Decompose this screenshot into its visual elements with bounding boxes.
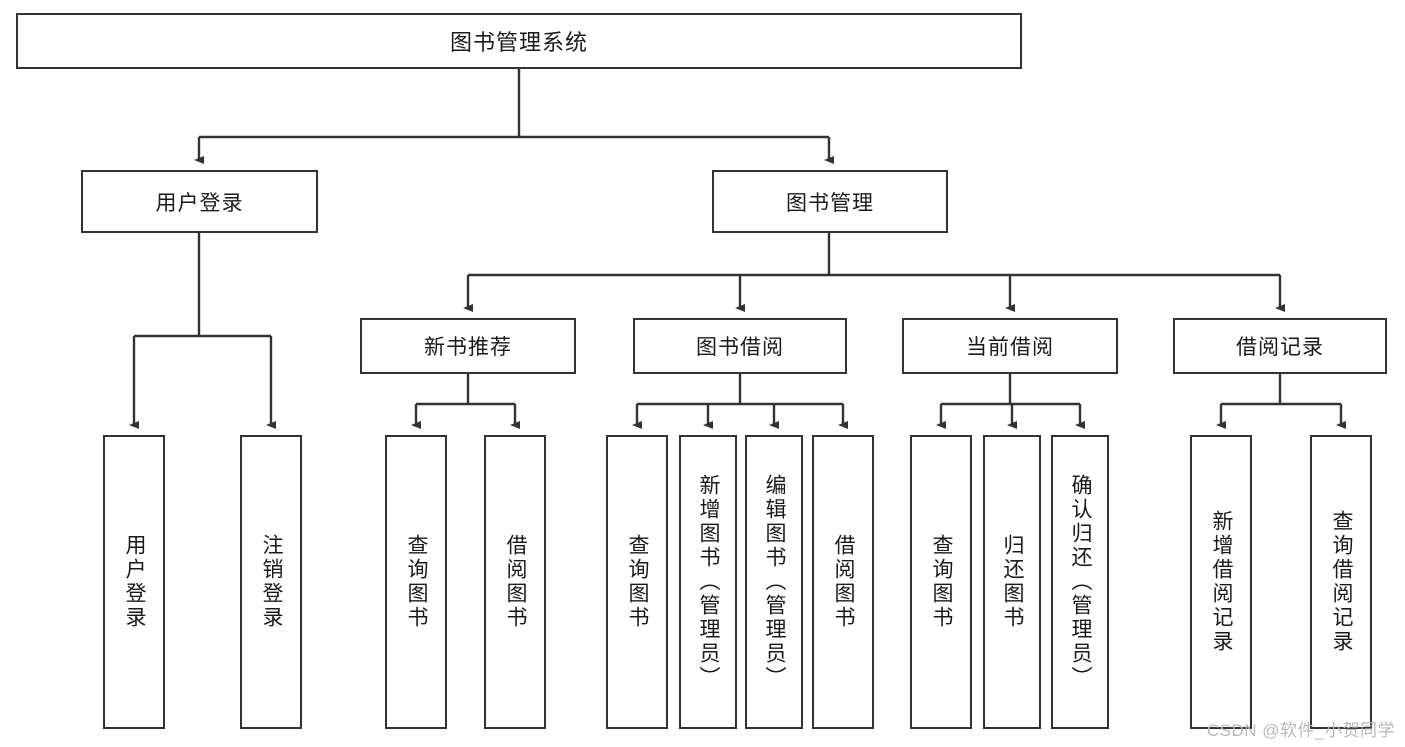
leaf-edit-book-admin[interactable]: 编辑图书（管理员） xyxy=(745,435,803,729)
node-book-management-label: 图书管理 xyxy=(786,191,874,215)
leaf-add-book-admin[interactable]: 新增图书（管理员） xyxy=(679,435,737,729)
leaf-label: 新增借阅记录 xyxy=(1210,510,1234,654)
leaf-confirm-return-admin[interactable]: 确认归还（管理员） xyxy=(1051,435,1109,729)
node-book-management[interactable]: 图书管理 xyxy=(712,170,948,233)
leaf-label: 查询图书 xyxy=(930,534,954,630)
leaf-user-login[interactable]: 用户登录 xyxy=(103,435,165,729)
leaf-label: 确认归还（管理员） xyxy=(1069,474,1093,690)
leaf-query-book-borrow[interactable]: 查询图书 xyxy=(606,435,668,729)
node-root-label: 图书管理系统 xyxy=(449,30,588,55)
leaf-label: 新增图书（管理员） xyxy=(697,474,721,690)
node-book-borrow-label: 图书借阅 xyxy=(696,336,784,359)
node-book-borrow[interactable]: 图书借阅 xyxy=(633,318,847,374)
node-borrow-records-label: 借阅记录 xyxy=(1236,336,1324,359)
node-user-login[interactable]: 用户登录 xyxy=(81,170,318,233)
watermark: CSDN @软件_小贺同学 xyxy=(1206,721,1395,740)
leaf-label: 借阅图书 xyxy=(504,534,528,630)
leaf-query-borrow-record[interactable]: 查询借阅记录 xyxy=(1310,435,1372,729)
node-current-borrow[interactable]: 当前借阅 xyxy=(902,318,1118,374)
leaf-label: 查询图书 xyxy=(626,534,650,630)
leaf-label: 查询图书 xyxy=(405,534,429,630)
node-new-book-recommend-label: 新书推荐 xyxy=(424,336,512,359)
leaf-borrow-book-rec[interactable]: 借阅图书 xyxy=(484,435,546,729)
leaf-borrow-book[interactable]: 借阅图书 xyxy=(812,435,874,729)
leaf-label: 归还图书 xyxy=(1001,534,1025,630)
leaf-label: 编辑图书（管理员） xyxy=(763,474,787,690)
node-new-book-recommend[interactable]: 新书推荐 xyxy=(360,318,576,374)
node-borrow-records[interactable]: 借阅记录 xyxy=(1173,318,1387,374)
leaf-label: 注销登录 xyxy=(260,534,284,630)
node-current-borrow-label: 当前借阅 xyxy=(966,336,1054,359)
leaf-query-book-current[interactable]: 查询图书 xyxy=(910,435,972,729)
leaf-label: 借阅图书 xyxy=(832,534,856,630)
leaf-add-borrow-record[interactable]: 新增借阅记录 xyxy=(1190,435,1252,729)
leaf-query-book-rec[interactable]: 查询图书 xyxy=(385,435,447,729)
leaf-logout[interactable]: 注销登录 xyxy=(240,435,302,729)
leaf-return-book[interactable]: 归还图书 xyxy=(983,435,1041,729)
node-user-login-label: 用户登录 xyxy=(155,191,244,215)
leaf-label: 用户登录 xyxy=(123,534,147,630)
node-root[interactable]: 图书管理系统 xyxy=(16,13,1022,69)
leaf-label: 查询借阅记录 xyxy=(1330,510,1354,654)
